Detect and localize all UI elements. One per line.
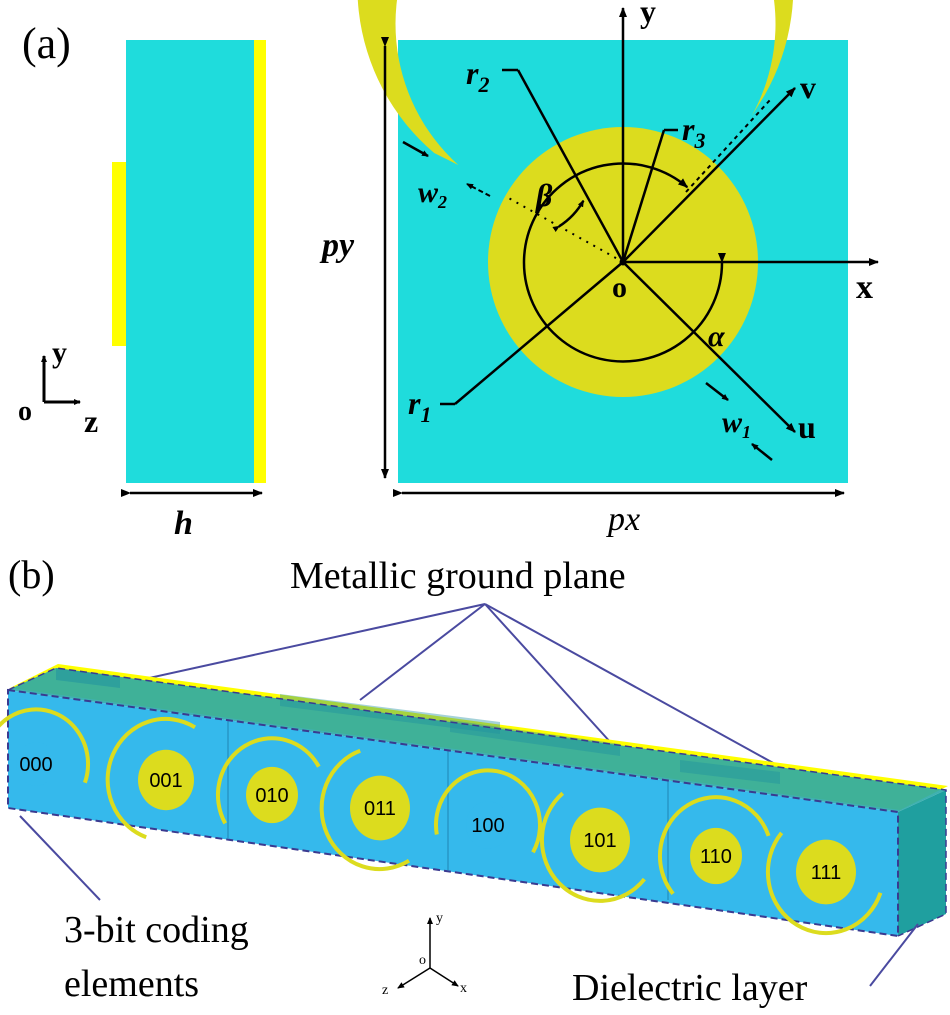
r3-label: r3 [682, 111, 705, 153]
split-ring-arc [215, 736, 321, 825]
r2-line [516, 69, 625, 263]
h-label: h [174, 505, 193, 542]
guide-line [121, 603, 486, 685]
center-disk [350, 775, 410, 841]
axis-v-arrow [622, 87, 796, 263]
side-ground-plane [254, 40, 266, 483]
ground-plane-label: Metallic ground plane [290, 555, 626, 597]
slab-back-outline [7, 667, 947, 937]
coding-element-010: 010 [215, 736, 321, 825]
center-disk [466, 801, 510, 849]
split-ring-arc [105, 716, 197, 840]
slab-axis-o-label: o [419, 953, 426, 968]
r3-line [621, 129, 666, 263]
coding-element-label: 011 [364, 798, 396, 820]
w1-arrow-inner [705, 382, 729, 401]
side-axis-y-label: y [52, 336, 67, 369]
slab-back-step [56, 668, 120, 688]
ground-plane-guide-lines [121, 603, 776, 765]
slab-axis-x-label: x [460, 981, 467, 996]
slab-top-face [8, 668, 946, 812]
w2-label: w2 [418, 176, 447, 212]
coding-label-line1: 3-bit coding [64, 909, 249, 951]
guide-line [484, 603, 776, 765]
slab-back-step [450, 720, 620, 756]
px-label: px [606, 501, 640, 538]
gap-dashed-line-left [504, 195, 624, 263]
slab-axes: y o z x [382, 911, 467, 998]
slab-end-face [898, 790, 946, 936]
w2-arrow-inner [466, 183, 491, 197]
slab-back-step [680, 760, 780, 784]
side-view: h y o z [18, 40, 266, 542]
axis-u-label: u [798, 409, 816, 445]
coding-guide-line [19, 815, 101, 901]
axis-x-label: x [856, 269, 873, 306]
slab-axis-z-label: z [382, 983, 388, 998]
coding-element-101: 101 [540, 791, 646, 903]
w2-arrow-outer [402, 140, 429, 158]
coding-element-label: 010 [255, 785, 288, 807]
slab-axis-x-arrow [429, 967, 459, 987]
slab-front-face [8, 690, 898, 936]
side-axis-z-label: z [84, 403, 98, 439]
coding-element-001: 001 [105, 716, 197, 840]
coding-element-label: 110 [700, 846, 732, 868]
split-ring-arc [434, 768, 542, 854]
coding-element-label: 001 [149, 770, 182, 792]
coding-element-label: 100 [471, 815, 504, 837]
coding-element-110: 110 [658, 795, 771, 896]
center-disk [138, 749, 194, 811]
coding-element-000: 000 [0, 707, 91, 786]
dielectric-guide-line [869, 923, 919, 987]
center-disk [796, 839, 856, 905]
py-label: py [319, 227, 355, 264]
center-disk [16, 742, 56, 786]
coding-label-line2: elements [64, 963, 199, 1005]
side-substrate [126, 40, 254, 483]
slab-front-outline [7, 688, 899, 938]
split-ring-arc [319, 748, 411, 872]
dielectric-label: Dielectric layer [572, 967, 808, 1009]
beta-arc [552, 199, 585, 233]
guide-line [484, 603, 623, 756]
slab-axis-z-arrow [397, 967, 431, 989]
coding-element-111: 111 [765, 831, 883, 936]
alpha-label: α [708, 320, 725, 353]
split-ring-arc [765, 831, 883, 936]
coding-element-label: 000 [19, 754, 52, 776]
coding-element-label: 111 [811, 862, 841, 884]
side-patch [112, 162, 126, 346]
guide-line [359, 603, 486, 701]
split-ring-arc [0, 707, 91, 784]
split-ring-arc [658, 795, 771, 896]
w1-label: w1 [722, 406, 751, 442]
center-disk [690, 827, 742, 885]
r1-line [454, 261, 624, 405]
split-ring-arc [540, 791, 646, 903]
w1-arrow-outer [751, 443, 773, 461]
side-axis-origin-label: o [18, 396, 32, 427]
beta-label: β [535, 177, 553, 213]
slab-axis-y-label: y [436, 911, 443, 926]
axis-u-arrow [622, 261, 796, 433]
coding-slab: 000 001 010 011 100 101 110 111 [0, 664, 948, 938]
panel-a-label: (a) [22, 19, 71, 68]
r2-label: r2 [466, 55, 489, 97]
top-view: py px y x v u o r1 r2 r3 α β [319, 0, 879, 538]
center-disk [570, 807, 630, 873]
coding-element-100: 100 [434, 768, 542, 854]
center-disk [246, 766, 298, 824]
alpha-arc [522, 162, 726, 363]
coding-element-011: 011 [319, 748, 411, 872]
r1-label: r1 [408, 385, 431, 427]
panel-b-label: (b) [8, 552, 55, 597]
origin-label: o [612, 271, 627, 304]
axis-y-label: y [640, 0, 656, 29]
coding-element-label: 101 [583, 830, 616, 852]
axis-v-label: v [800, 69, 816, 105]
